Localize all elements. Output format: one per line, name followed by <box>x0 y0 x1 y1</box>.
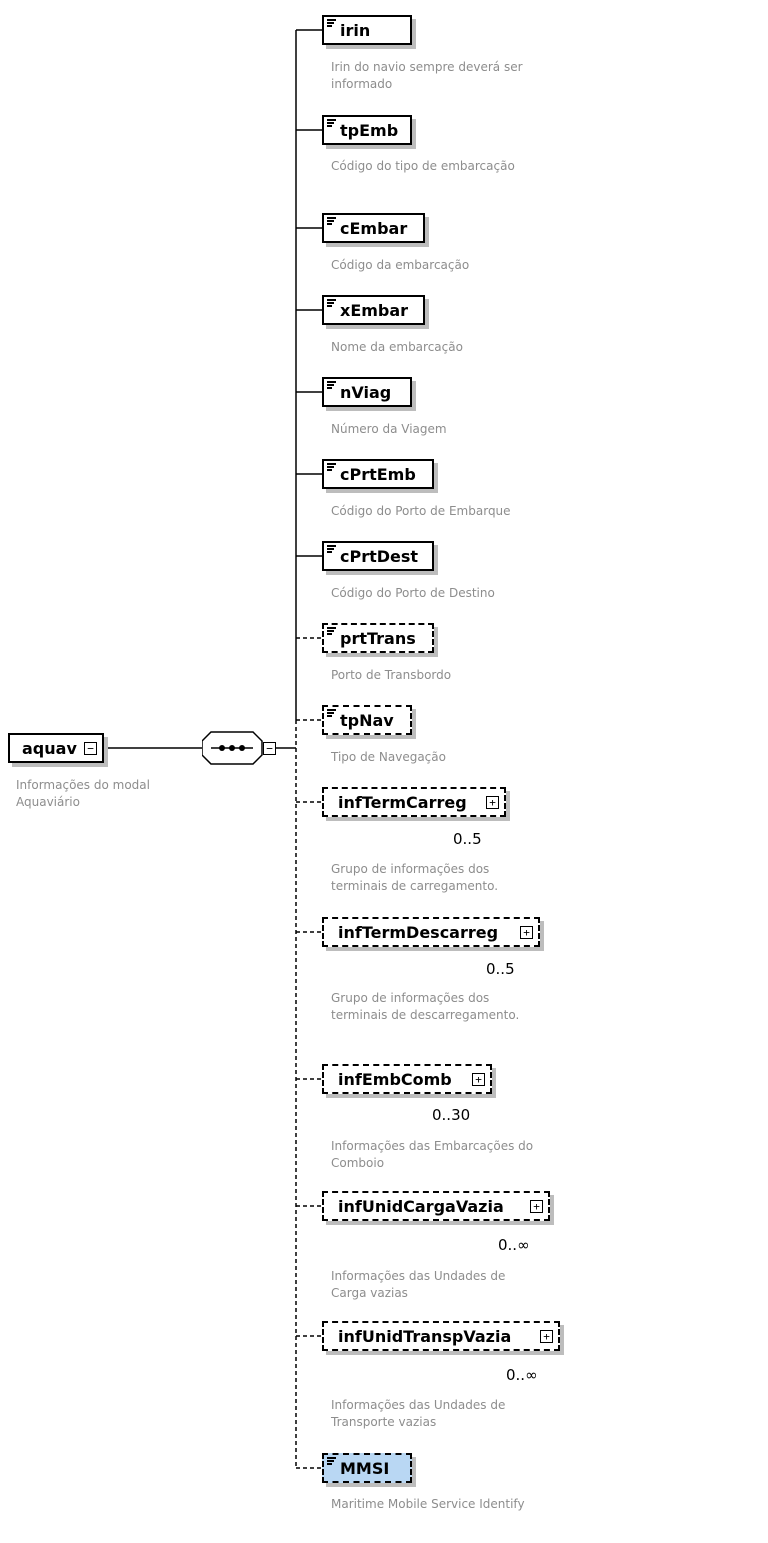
element-name: tpNav <box>340 711 394 730</box>
element-lines-icon <box>327 463 336 473</box>
element-description: Número da Viagem <box>331 422 447 436</box>
root-element-description: Informações do modal Aquaviário <box>16 778 150 809</box>
element-name: infTermCarreg <box>338 793 467 812</box>
element-name: MMSI <box>340 1459 390 1478</box>
element-infTermDescarreg[interactable]: infTermDescarreg + <box>322 917 540 947</box>
sequence-compositor[interactable]: − <box>202 730 276 766</box>
element-name: irin <box>340 21 371 40</box>
element-lines-icon <box>327 217 336 227</box>
element-name: infUnidTranspVazia <box>338 1327 512 1346</box>
element-infUnidTranspVazia[interactable]: infUnidTranspVazia + <box>322 1321 560 1351</box>
element-description: Informações das Undades de Carga vazias <box>331 1269 506 1300</box>
element-name: nViag <box>340 383 392 402</box>
cardinality-label: 0..5 <box>486 960 515 978</box>
element-irin[interactable]: irin <box>322 15 412 45</box>
element-name: infUnidCargaVazia <box>338 1197 504 1216</box>
element-lines-icon <box>327 381 336 391</box>
element-name: infEmbComb <box>338 1070 452 1089</box>
element-MMSI[interactable]: MMSI <box>322 1453 412 1483</box>
root-element-name: aquav <box>22 739 77 758</box>
sequence-icon <box>202 731 263 765</box>
sequence-collapse-icon[interactable]: − <box>263 742 276 755</box>
expand-icon[interactable]: + <box>520 926 533 939</box>
element-description: Grupo de informações dos terminais de ca… <box>331 862 499 893</box>
element-cEmbar[interactable]: cEmbar <box>322 213 425 243</box>
element-name: tpEmb <box>340 121 399 140</box>
root-element-aquav[interactable]: aquav − <box>8 733 104 763</box>
expand-icon[interactable]: + <box>472 1073 485 1086</box>
element-name: cPrtDest <box>340 547 419 566</box>
element-description: Informações das Undades de Transporte va… <box>331 1398 506 1429</box>
element-tpEmb[interactable]: tpEmb <box>322 115 412 145</box>
element-name: cPrtEmb <box>340 465 416 484</box>
element-name: prtTrans <box>340 629 416 648</box>
element-infUnidCargaVazia[interactable]: infUnidCargaVazia + <box>322 1191 550 1221</box>
element-infEmbComb[interactable]: infEmbComb + <box>322 1064 492 1094</box>
element-tpNav[interactable]: tpNav <box>322 705 412 735</box>
element-description: Código da embarcação <box>331 258 470 272</box>
element-lines-icon <box>327 1457 336 1467</box>
element-description: Código do Porto de Destino <box>331 586 495 600</box>
element-cPrtDest[interactable]: cPrtDest <box>322 541 434 571</box>
element-name: infTermDescarreg <box>338 923 499 942</box>
element-lines-icon <box>327 545 336 555</box>
element-lines-icon <box>327 19 336 29</box>
element-cPrtEmb[interactable]: cPrtEmb <box>322 459 434 489</box>
collapse-icon[interactable]: − <box>84 742 97 755</box>
element-description: Código do tipo de embarcação <box>331 159 515 173</box>
element-xEmbar[interactable]: xEmbar <box>322 295 425 325</box>
element-lines-icon <box>327 627 336 637</box>
element-name: cEmbar <box>340 219 408 238</box>
cardinality-label: 0..5 <box>453 830 482 848</box>
element-name: xEmbar <box>340 301 409 320</box>
cardinality-label: 0..30 <box>432 1106 471 1124</box>
element-description: Tipo de Navegação <box>331 750 446 764</box>
element-lines-icon <box>327 709 336 719</box>
element-infTermCarreg[interactable]: infTermCarreg + <box>322 787 506 817</box>
element-lines-icon <box>327 299 336 309</box>
element-description: Informações das Embarcações do Comboio <box>331 1139 534 1170</box>
expand-icon[interactable]: + <box>540 1330 553 1343</box>
element-description: Código do Porto de Embarque <box>331 504 511 518</box>
expand-icon[interactable]: + <box>486 796 499 809</box>
element-prtTrans[interactable]: prtTrans <box>322 623 434 653</box>
element-description: Porto de Transbordo <box>331 668 452 682</box>
element-description: Grupo de informações dos terminais de de… <box>331 991 520 1022</box>
expand-icon[interactable]: + <box>530 1200 543 1213</box>
element-description: Irin do navio sempre deverá ser informad… <box>331 60 523 91</box>
element-description: Maritime Mobile Service Identify <box>331 1497 525 1511</box>
element-nViag[interactable]: nViag <box>322 377 412 407</box>
cardinality-label: 0..∞ <box>506 1366 538 1384</box>
element-description: Nome da embarcação <box>331 340 463 354</box>
element-lines-icon <box>327 119 336 129</box>
cardinality-label: 0..∞ <box>498 1236 530 1254</box>
